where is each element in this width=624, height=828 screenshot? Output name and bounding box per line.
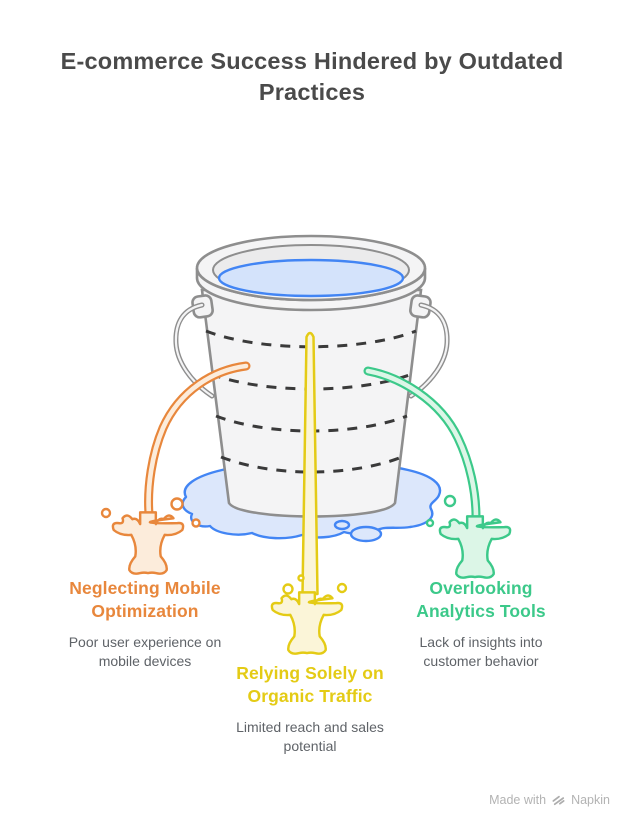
bucket-hoop (205, 329, 417, 349)
watermark-brand: Napkin (571, 792, 610, 807)
label-organic-traffic: Relying Solely on Organic Traffic Limite… (232, 662, 388, 755)
leak-stream-green-icon (363, 366, 512, 579)
splash-green-icon (438, 515, 512, 579)
water-surface-icon (217, 258, 405, 298)
label-description: Lack of insights into customer behavior (419, 634, 543, 669)
label-description: Poor user experience on mobile devices (68, 634, 222, 669)
napkin-logo-icon (552, 795, 565, 806)
splash-yellow-icon (270, 591, 344, 655)
leak-stream-orange-icon (100, 361, 251, 575)
label-title: Neglecting Mobile Optimization (69, 578, 221, 621)
label-title: Relying Solely on Organic Traffic (236, 663, 384, 706)
diagram-title: E-commerce Success Hindered by Outdated … (60, 48, 564, 105)
puddle-droplet-icons (333, 519, 383, 543)
napkin-watermark[interactable]: Made with Napkin (489, 792, 610, 807)
label-description: Limited reach and sales potential (236, 719, 384, 754)
label-title: Overlooking Analytics Tools (416, 578, 546, 621)
bucket-hoop (220, 455, 403, 474)
label-neglecting-mobile: Neglecting Mobile Optimization Poor user… (68, 577, 222, 670)
label-analytics-tools: Overlooking Analytics Tools Lack of insi… (396, 577, 566, 670)
watermark-prefix: Made with (489, 792, 547, 807)
bucket-handle-right (408, 294, 450, 399)
splash-orange-icon (111, 511, 185, 575)
leak-stream-yellow-icon (270, 331, 348, 655)
